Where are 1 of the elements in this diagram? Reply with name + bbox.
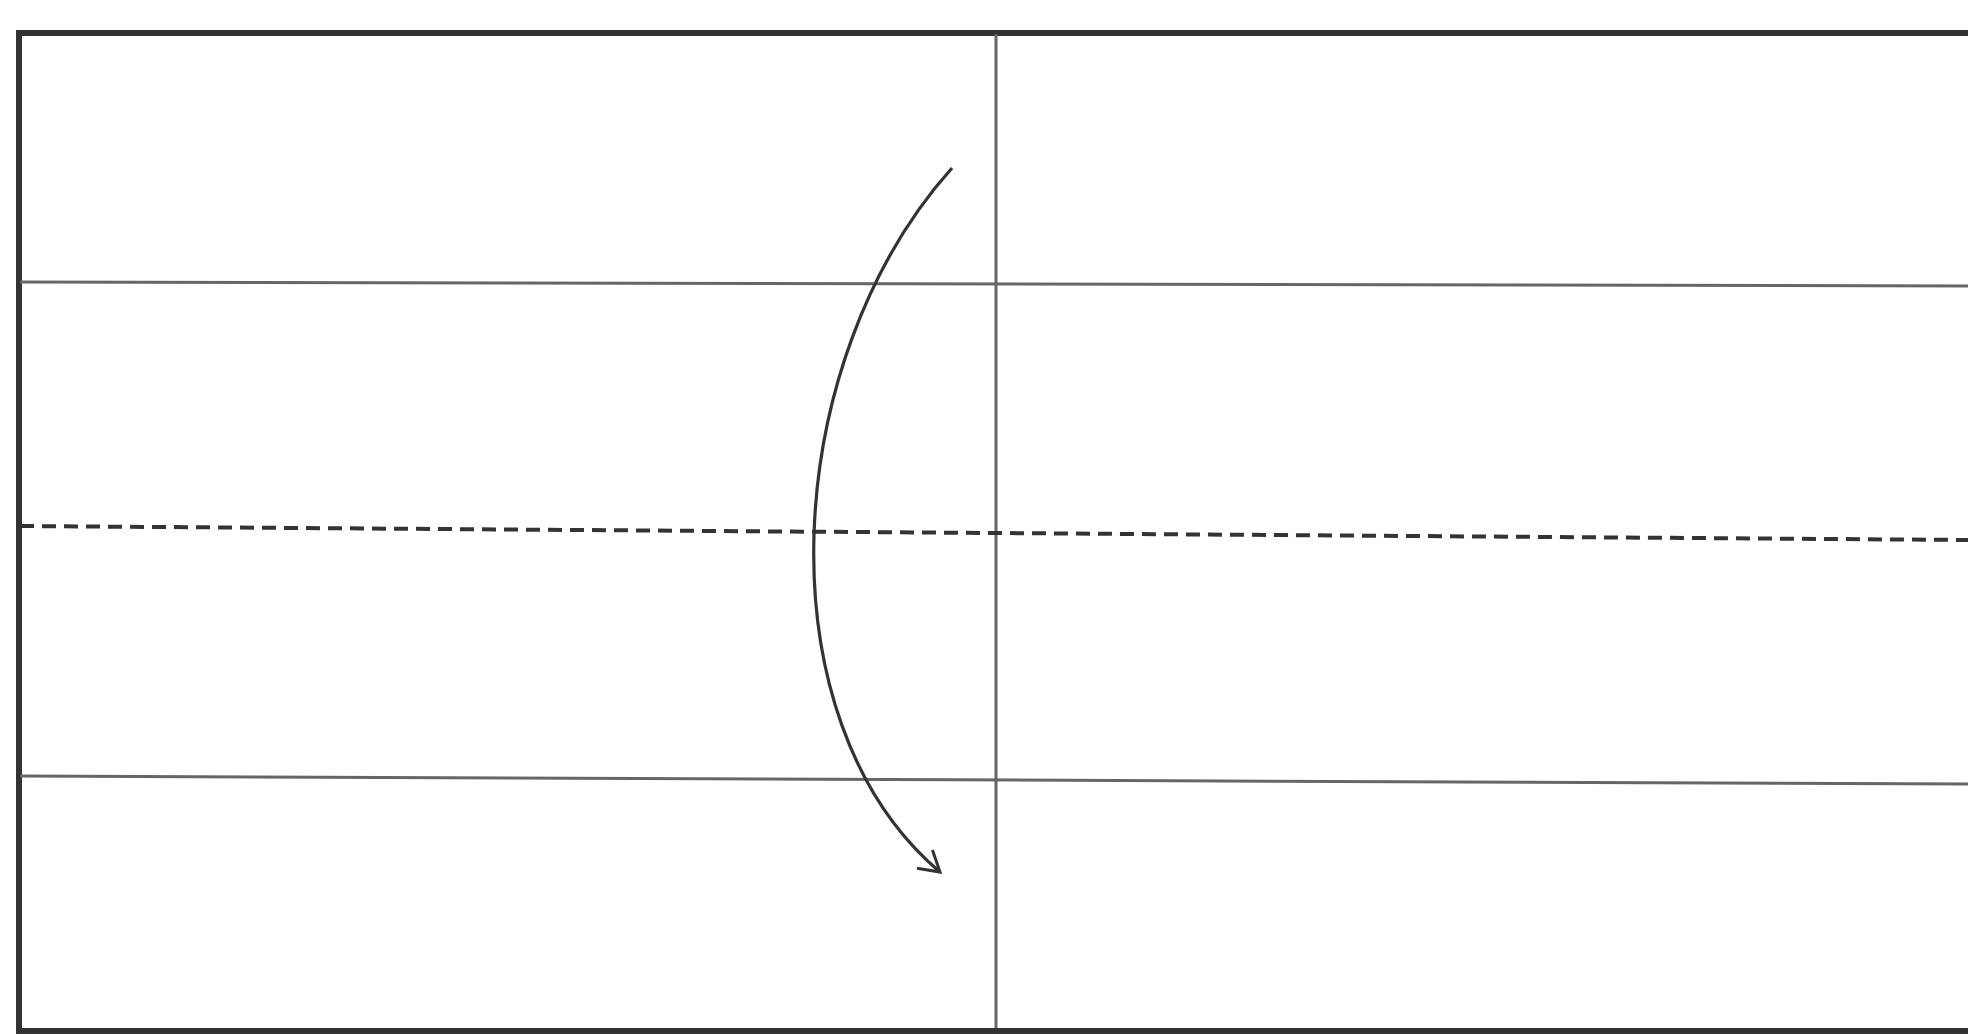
- paper-sheet: [16, 30, 1968, 1034]
